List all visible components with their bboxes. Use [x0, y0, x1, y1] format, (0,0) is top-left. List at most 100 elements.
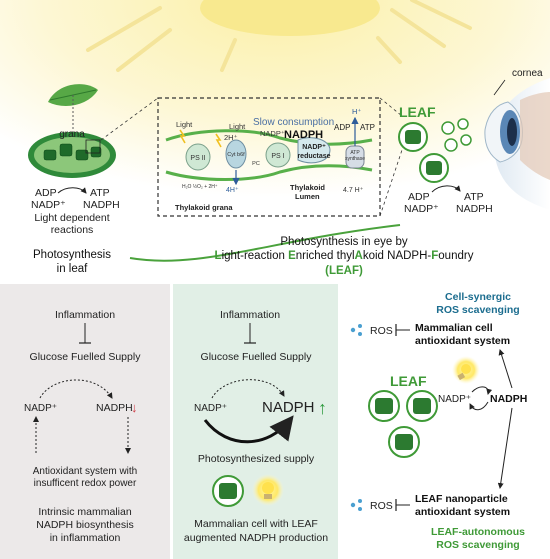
leaf-np-line2: antioxidant system [415, 506, 510, 518]
left-down-arrow-icon: ↓ [131, 400, 138, 415]
sun-rays-icon [86, 0, 472, 72]
grana-label: grana [59, 129, 85, 140]
ros-top-dots-icon [350, 324, 362, 336]
caption-letter-a: A [355, 250, 363, 262]
mammalian-line2: antioxidant system [415, 335, 510, 347]
top-section: grana ADP NADP⁺ ATP NADPH Light dependen… [0, 0, 550, 282]
leaf-caption-line2: in leaf [57, 263, 88, 275]
leaf-auto-line2: ROS scavenging [436, 539, 519, 551]
light-mid-label: Light [229, 122, 246, 131]
eye-caption-line3: (LEAF) [325, 265, 363, 277]
thylakoid-grana-label: Thylakoid grana [175, 203, 233, 212]
thyl-atp-label: ATP [360, 123, 375, 132]
ps2-label: PS II [190, 155, 205, 162]
ros-top-label: ROS [370, 325, 393, 337]
water-splitting-label: H₂O ½O₂ + 2H⁺ [182, 183, 218, 190]
right-reduction-arrow [471, 386, 493, 395]
right-nadp-label: NADP⁺ [438, 394, 471, 405]
eye-caption-line1: Photosynthesis in eye by [280, 236, 407, 248]
thylakoid-lumen-line2: Lumen [295, 192, 320, 201]
h4-plus-label: 4H⁺ [226, 187, 239, 194]
right-lightbulb-icon [452, 356, 480, 384]
right-leaf-label: LEAF [390, 373, 427, 389]
ros-bottom-label: ROS [370, 500, 393, 512]
leaf-adp-label: ADP [35, 187, 57, 199]
caption-letter-e: E [288, 250, 296, 262]
cytb6f-label: Cyt b6f [227, 152, 245, 158]
right-leaf-particles-icon [368, 390, 438, 458]
mid-reduction-arrow [211, 379, 285, 399]
eye-reaction-arrow [431, 185, 461, 193]
nadph-to-leaf-np-arrow [497, 407, 513, 489]
atp-synthase-line2: synthase [345, 156, 365, 162]
leaf-caption-line1: Photosynthesis [33, 249, 111, 261]
cornea-pointer [493, 79, 506, 96]
caption-part-1: ight-reaction [222, 250, 288, 262]
thyl-nadph-label: NADPH [284, 129, 323, 141]
panel-augmented: Inflammation Glucose Fuelled Supply NADP… [173, 284, 338, 559]
right-nadph-label: NADPH [490, 393, 527, 405]
eye-nadp-label: NADP⁺ [404, 203, 439, 215]
panel-intrinsic: Inflammation Glucose Fuelled Supply NADP… [0, 284, 170, 559]
eye-atp-label: ATP [464, 191, 484, 203]
caption-part-2: nriched thyl [296, 250, 355, 262]
pc-label: PC [252, 161, 260, 167]
caption-part-4: oundry [438, 250, 473, 262]
leaf-auto-line1: LEAF-autonomous [431, 526, 525, 538]
eye-nadph-label: NADPH [456, 203, 493, 215]
light-left-label: Light [176, 120, 193, 129]
right-oxidation-arrow [469, 401, 489, 411]
left-nadph-label: NADPH [96, 402, 133, 414]
mammalian-line1: Mammalian cell [415, 322, 493, 334]
thyl-adp-label: ADP [334, 123, 350, 132]
chloroplast-icon [28, 84, 116, 178]
mid-up-arrow-icon: ↑ [318, 398, 327, 418]
slow-consumption-label: Slow consumption [253, 117, 334, 128]
atp-synthase-line1: ATP [350, 150, 360, 156]
left-antioxidant-line1: Antioxidant system with [33, 466, 138, 477]
eye-icon [484, 78, 550, 210]
cell-synergic-line1: Cell-synergic [445, 291, 511, 303]
left-supply-label: Glucose Fuelled Supply [30, 351, 142, 363]
eye-caption-line2: Light-reaction Enriched thylAkoid NADPH-… [215, 250, 474, 262]
eye-adp-label: ADP [408, 191, 430, 203]
nadp-reductase-line1: NADP⁺ [302, 144, 326, 151]
light-dependent-line1: Light dependent [34, 212, 109, 224]
leaf-reaction-arrow [57, 187, 87, 194]
thylakoid-inset-box [157, 97, 381, 217]
eye-leaf-label: LEAF [399, 104, 436, 120]
light-bolt-left-icon [179, 129, 186, 144]
ros-bottom-dots-icon [350, 499, 362, 511]
left-caption-line3: in inflammation [50, 532, 121, 544]
left-reduction-arrow [39, 379, 113, 399]
leaf-nadp-label: NADP⁺ [31, 199, 66, 211]
h-plus-top-label: H⁺ [352, 107, 361, 116]
panel-augmented-bg [173, 284, 338, 559]
cell-synergic-line2: ROS scavenging [436, 304, 519, 316]
leaf-nanoparticles-icon [398, 118, 472, 183]
left-nadp-label: NADP⁺ [24, 403, 57, 414]
thylakoid-membrane-icon [165, 129, 373, 181]
thyl-nadp-label: NADP⁺ [260, 129, 285, 138]
mid-caption-line2: augmented NADPH production [184, 532, 328, 544]
left-caption-line1: Intrinsic mammalian [38, 506, 132, 518]
leaf-atp-label: ATP [90, 187, 110, 199]
nadp-reductase-line2: reductase [297, 153, 330, 160]
caption-part-3: koid NADPH- [363, 250, 432, 262]
left-inflammation-label: Inflammation [55, 309, 115, 321]
green-guide-line [129, 224, 401, 262]
caption-letter-f: F [431, 250, 438, 262]
mid-caption-line1: Mammalian cell with LEAF [194, 518, 318, 530]
light-dependent-line2: reactions [51, 224, 94, 236]
left-antioxidant-line2: insufficent redox power [34, 478, 137, 489]
panel-ros-scavenging: Cell-synergic ROS scavenging ROS Mammali… [350, 291, 527, 551]
leaf-nadph-label: NADPH [83, 199, 120, 211]
cornea-label: cornea [512, 68, 543, 79]
mid-leaf-particle-icon [212, 475, 244, 507]
mid-supply-label: Glucose Fuelled Supply [201, 351, 313, 363]
thylakoid-lumen-line1: Thylakoid [290, 183, 325, 192]
leaf-np-line1: LEAF nanoparticle [415, 493, 508, 505]
mid-nadp-label: NADP⁺ [194, 403, 227, 414]
light-bolt-mid-icon [215, 133, 222, 148]
